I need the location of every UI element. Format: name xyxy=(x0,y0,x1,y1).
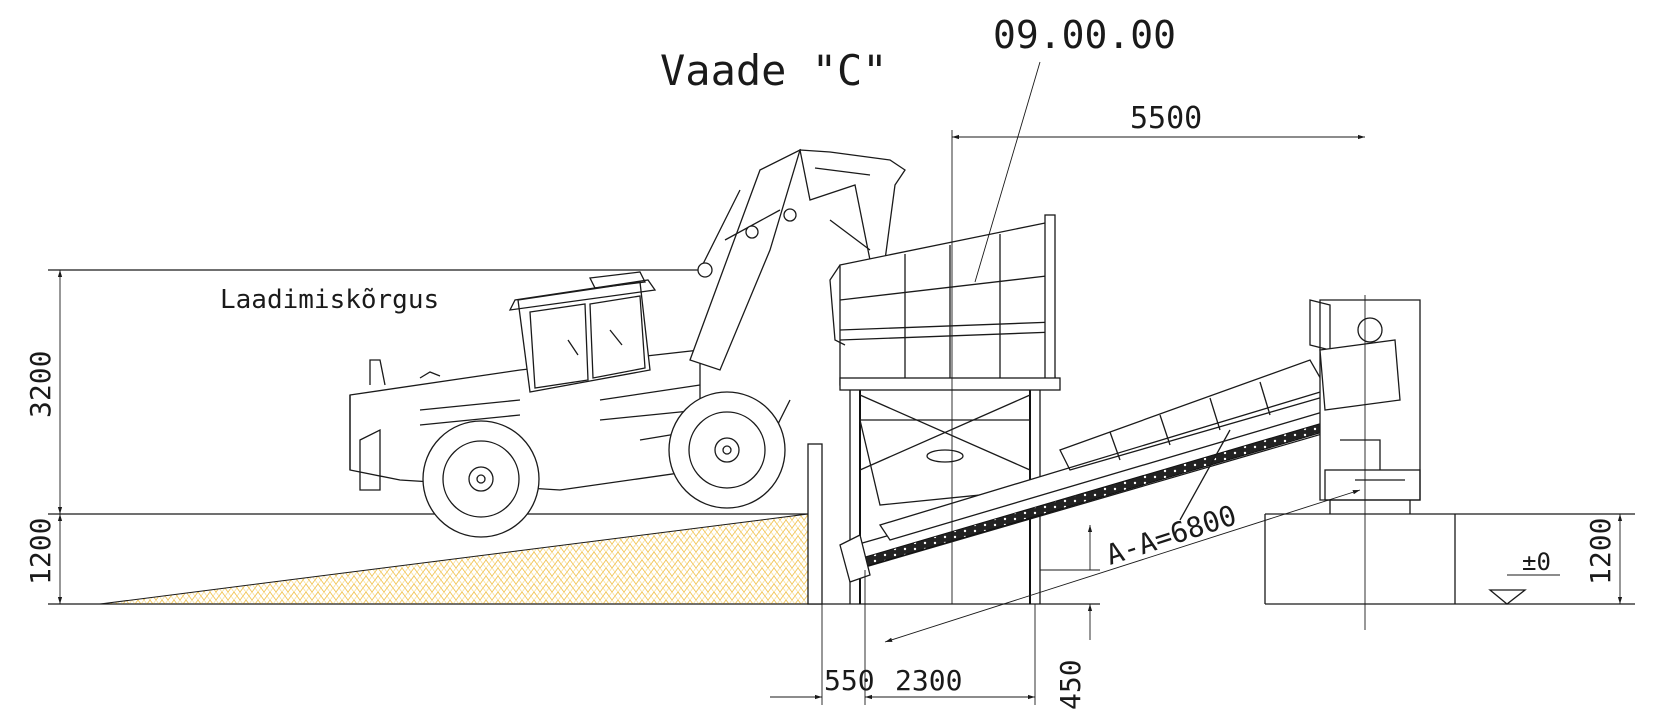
dimension-3200: 3200 xyxy=(24,351,57,418)
dimension-2300: 2300 xyxy=(895,664,962,697)
loading-height-label: Laadimiskõrgus xyxy=(220,285,439,315)
part-number: 09.00.00 xyxy=(993,13,1176,57)
wheel-loader xyxy=(349,148,906,538)
dimension-5500: 5500 xyxy=(1130,101,1202,136)
dimension-1200-left: 1200 xyxy=(24,518,57,585)
retaining-wall xyxy=(807,443,823,605)
drum-unit xyxy=(1309,295,1421,630)
dimension-550: 550 xyxy=(824,664,875,697)
dimension-conveyor-length: A-A=6800 xyxy=(1102,499,1240,572)
view-title: Vaade "C" xyxy=(660,46,888,95)
dimension-1200-right: 1200 xyxy=(1584,518,1617,585)
dimension-lines xyxy=(57,61,1623,705)
dimension-450: 450 xyxy=(1054,659,1087,710)
level-mark: ±0 xyxy=(1522,548,1551,576)
